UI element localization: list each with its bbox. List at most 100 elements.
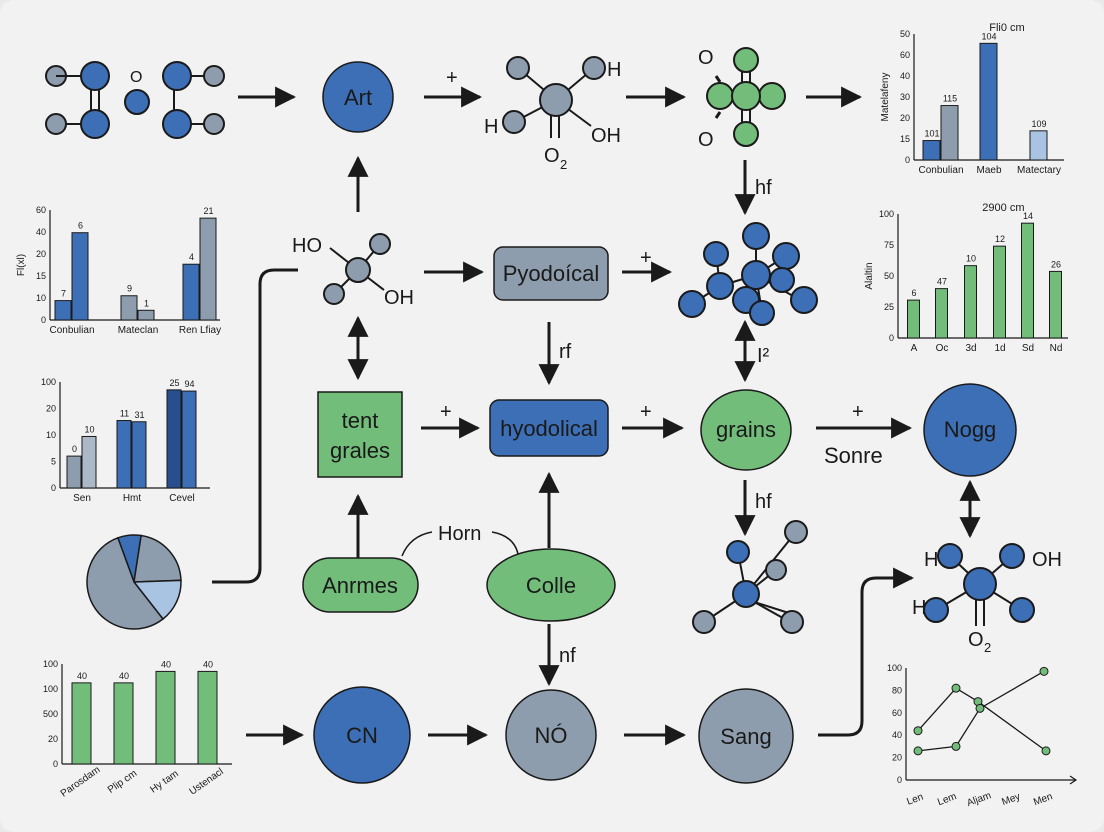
mol-top-h2: H <box>484 116 498 138</box>
molecule-top-center <box>502 56 606 138</box>
chart-6-data-label-4: 40 <box>203 659 213 669</box>
mol-left-o1: O <box>130 69 142 86</box>
chart-3-xtick-5: Sd <box>1022 343 1034 354</box>
edge-plus-5: + <box>852 401 864 423</box>
mol-mid-oh: OH <box>384 287 414 309</box>
chart-4-data-label-4: 31 <box>134 410 144 420</box>
chart-4-bar-4 <box>131 421 147 489</box>
edge-plus-4: + <box>640 401 652 423</box>
chart-7-xtick-2: Lem <box>936 791 958 808</box>
pie-slice-4 <box>86 536 165 630</box>
horn-bracket-right <box>491 531 519 555</box>
edge-it: I² <box>757 345 770 367</box>
chart-5 <box>86 534 182 630</box>
chart-4-bar-1 <box>66 455 82 489</box>
chart-1-bar-2 <box>940 105 959 161</box>
node-nogg <box>923 383 1017 477</box>
chart-3-ytick-1: 0 <box>889 333 894 343</box>
chart-1-bar-3 <box>979 42 998 161</box>
chart-7-ytick-3: 40 <box>892 730 902 740</box>
chart-1-data-label-4: 109 <box>1031 119 1046 129</box>
chart-3-data-label-2: 47 <box>937 277 947 287</box>
line-point-1-1 <box>913 726 923 736</box>
chart-3-bar-5 <box>1021 222 1034 339</box>
chart-1-data-label-1: 101 <box>924 129 939 139</box>
chart-2-bar-5 <box>182 263 200 321</box>
chart-1-ytick-1: 0 <box>905 155 910 165</box>
chart-4-bar-6 <box>181 390 197 489</box>
chart-3-ytick-3: 50 <box>884 271 894 281</box>
node-nogg-label: Nogg <box>944 417 997 442</box>
edge-nf: nf <box>559 645 576 667</box>
chart-3-bar-3 <box>964 265 977 339</box>
chart-3-xtick-6: Nd <box>1050 343 1063 354</box>
chart-6-ytick-5: 100 <box>43 659 58 669</box>
chart-3-data-label-6: 26 <box>1051 259 1061 269</box>
mol-green-o2: O <box>698 129 714 151</box>
edge-plus-3: + <box>440 401 452 423</box>
chart-4-xtick-2: Hmt <box>123 493 142 504</box>
chart-3-title: 2900 cm <box>982 202 1024 214</box>
node-tent-label-1: tent <box>342 408 379 433</box>
chart-3-ytick-5: 100 <box>879 209 894 219</box>
chart-3-ylabel: Alaltin <box>864 262 875 289</box>
molecule-bottom-center <box>692 520 808 634</box>
line-point-1-2 <box>951 683 961 693</box>
molecule-top-left <box>45 61 225 139</box>
chart-4-ytick-5: 100 <box>41 377 56 387</box>
chart-2-bar-6 <box>199 217 217 321</box>
node-cn <box>313 686 411 784</box>
chart-1-bar-4 <box>1029 130 1048 161</box>
node-hyodolical-label: hyodolical <box>500 416 598 441</box>
chart-6-data-label-1: 40 <box>77 671 87 681</box>
chart-7-xtick-3: Aljam <box>966 790 993 809</box>
chart-3-data-label-4: 12 <box>995 234 1005 244</box>
chart-7-ytick-6: 100 <box>887 663 902 673</box>
line-point-2-1 <box>913 746 923 756</box>
chart-4-bar-5 <box>166 389 182 489</box>
chart-4-xtick-3: Cevel <box>169 493 195 504</box>
node-no <box>505 689 597 781</box>
node-art <box>322 61 394 133</box>
chart-6-bar-2 <box>113 682 134 765</box>
mol-top-o2: O <box>544 145 560 167</box>
chart-6-ytick-1: 0 <box>53 759 58 769</box>
chart-6-data-label-3: 40 <box>161 659 171 669</box>
mol-top-o2-sub: 2 <box>560 157 567 172</box>
edge-horn: Horn <box>438 523 481 545</box>
molecule-right-bottom <box>923 543 1035 626</box>
chart-7-xtick-4: Mey <box>1000 791 1022 808</box>
node-grains-label: grains <box>716 417 776 442</box>
chart-2-ytick-6: 60 <box>36 205 46 215</box>
chart-2-ylabel: Fl(xl) <box>16 254 27 276</box>
chart-2-ytick-3: 15 <box>36 271 46 281</box>
chart-2-bar-1 <box>54 300 72 321</box>
chart-1-xtick-3: Matectary <box>1017 165 1061 176</box>
node-cn-label: CN <box>346 723 378 748</box>
molecule-green <box>706 47 786 147</box>
chart-2-ytick-2: 10 <box>36 293 46 303</box>
chart-3-xtick-4: 1d <box>994 343 1005 354</box>
chart-3-bar-6 <box>1049 270 1062 339</box>
chart-1-xtick-2: Maeb <box>976 165 1001 176</box>
mol-green-o1: O <box>698 47 714 69</box>
edge-sonre: Sonre <box>824 443 883 468</box>
chart-7-ytick-4: 60 <box>892 708 902 718</box>
chart-6-bar-4 <box>197 670 218 765</box>
chart-2-data-label-6: 21 <box>203 206 213 216</box>
molecule-blue-cluster <box>678 222 818 326</box>
edge-hf-1: hf <box>755 177 772 199</box>
chart-4-data-label-5: 25 <box>169 378 179 388</box>
node-pyodoical <box>493 246 609 301</box>
connector-pie-to-ho <box>212 268 298 584</box>
chart-4-ytick-2: 5 <box>51 457 56 467</box>
node-hyodolical <box>489 399 609 457</box>
chart-7-ytick-5: 80 <box>892 685 902 695</box>
mol-top-h1: H <box>607 59 621 81</box>
